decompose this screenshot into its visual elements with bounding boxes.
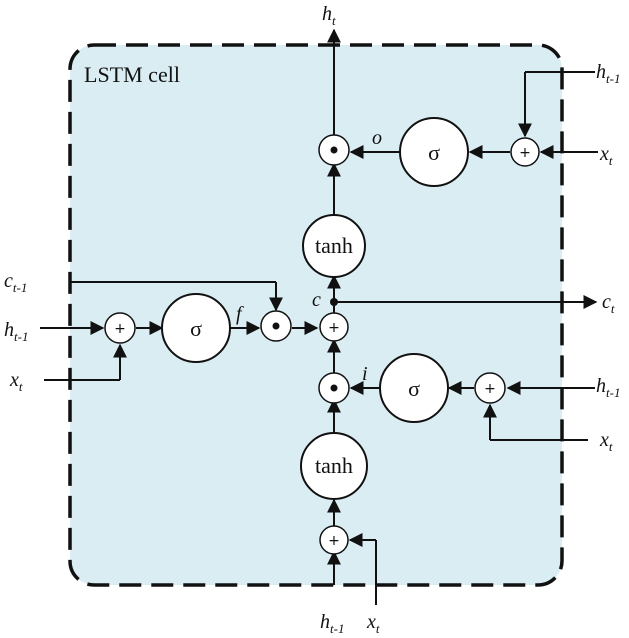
- label-x-t-left: xt: [9, 369, 23, 394]
- label-h-tm1-left: ht-1: [4, 319, 28, 344]
- svg-text:+: +: [328, 320, 340, 336]
- cell-state-junction: [330, 298, 338, 306]
- svg-text:+: +: [484, 381, 496, 397]
- output-gate-sigma: σ: [399, 117, 469, 187]
- label-h-tm1-right: ht-1: [596, 375, 620, 400]
- label-c-tm1: ct-1: [4, 270, 27, 295]
- label-c: c: [312, 289, 321, 311]
- forget-multiply: [260, 310, 292, 342]
- svg-text:σ: σ: [190, 316, 202, 341]
- label-h-tm1-bottom: ht-1: [320, 611, 344, 636]
- cell-boundary: [68, 43, 564, 587]
- candidate-sum: +: [319, 525, 349, 555]
- cell-title: LSTM cell: [84, 62, 180, 87]
- svg-text:σ: σ: [428, 140, 440, 165]
- label-h-t-top: ht: [322, 3, 336, 28]
- output-multiply: [318, 134, 350, 166]
- label-f: f: [236, 303, 244, 325]
- input-gate-sigma: σ: [379, 353, 449, 423]
- label-i: i: [362, 363, 368, 385]
- forget-gate-sigma: σ: [161, 293, 231, 363]
- input-sum: +: [474, 372, 506, 404]
- forget-sum: +: [104, 312, 136, 344]
- label-o: o: [372, 127, 382, 149]
- output-sum: +: [510, 137, 540, 167]
- cell-state-sum: +: [319, 312, 349, 342]
- label-x-t-right: xt: [599, 429, 613, 454]
- input-multiply: [318, 372, 350, 404]
- connections: [40, 28, 598, 605]
- svg-text:tanh: tanh: [315, 453, 353, 478]
- svg-text:tanh: tanh: [315, 233, 353, 258]
- svg-text:σ: σ: [408, 376, 420, 401]
- svg-text:+: +: [114, 321, 126, 337]
- label-c-t: ct: [602, 291, 615, 316]
- label-x-t-bottom: xt: [366, 611, 380, 636]
- svg-text:+: +: [519, 145, 531, 161]
- candidate-tanh: tanh: [300, 432, 368, 500]
- label-x-t-topright: xt: [599, 143, 613, 168]
- output-tanh: tanh: [302, 214, 366, 278]
- svg-text:+: +: [328, 533, 340, 549]
- label-h-tm1-topright: ht-1: [596, 61, 620, 86]
